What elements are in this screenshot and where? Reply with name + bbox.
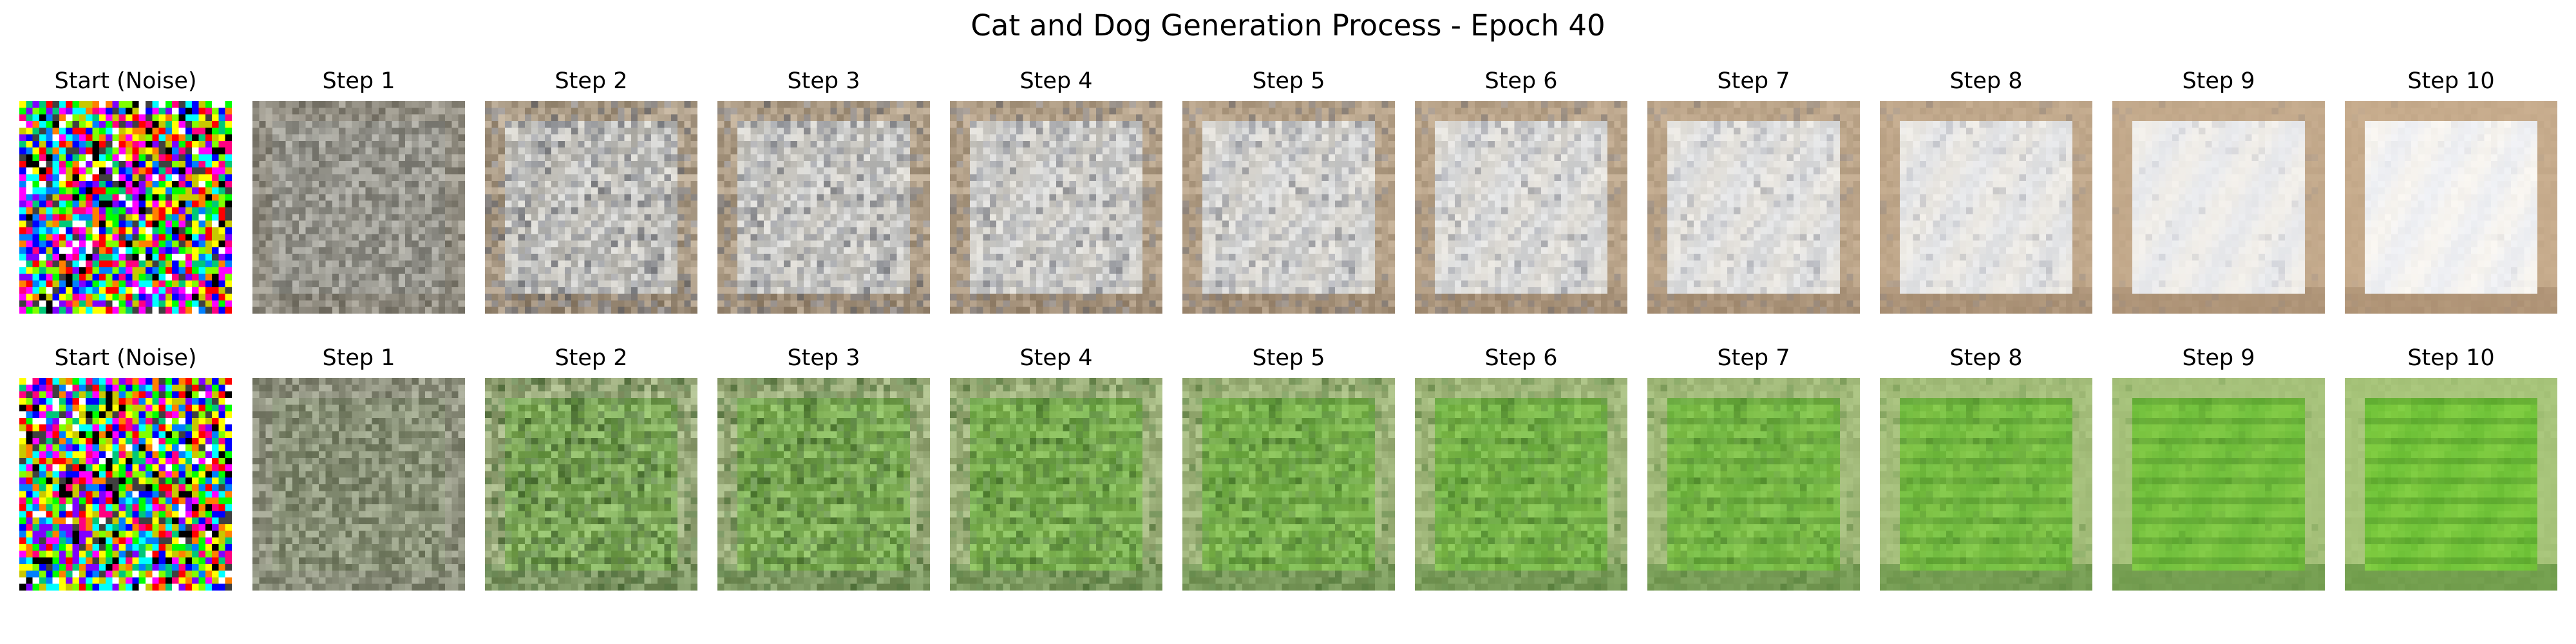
noise-image <box>19 101 232 314</box>
generated-image <box>1880 378 2092 591</box>
generated-image <box>2112 378 2325 591</box>
generated-image <box>252 378 465 591</box>
panel-title: Step 4 <box>1019 68 1093 94</box>
panel-title: Step 3 <box>787 68 860 94</box>
generated-image <box>1880 101 2092 314</box>
panel-title: Step 1 <box>322 68 395 94</box>
panel-title: Step 9 <box>2182 68 2255 94</box>
panel-title: Step 10 <box>2407 345 2495 371</box>
generated-image <box>1182 378 1395 591</box>
generated-image <box>717 101 930 314</box>
panel-title: Step 10 <box>2407 68 2495 94</box>
generated-image <box>950 101 1162 314</box>
panel-title: Step 1 <box>322 345 395 371</box>
panel-title: Step 2 <box>554 68 628 94</box>
generated-image <box>1415 378 1627 591</box>
generated-image <box>717 378 930 591</box>
panel-title: Step 7 <box>1717 345 1790 371</box>
panel-title: Step 5 <box>1252 345 1325 371</box>
panel-title: Step 3 <box>787 345 860 371</box>
generated-image <box>1647 378 1860 591</box>
noise-image <box>19 378 232 591</box>
panel-title: Step 2 <box>554 345 628 371</box>
panel-title: Step 9 <box>2182 345 2255 371</box>
panel-title: Start (Noise) <box>54 68 197 94</box>
generated-image <box>485 378 697 591</box>
generated-image <box>2345 378 2557 591</box>
generated-image <box>1647 101 1860 314</box>
generated-image <box>252 101 465 314</box>
panel-title: Step 4 <box>1019 345 1093 371</box>
panel-title: Step 5 <box>1252 68 1325 94</box>
generated-image <box>1182 101 1395 314</box>
generated-image <box>2112 101 2325 314</box>
panel-title: Step 8 <box>1949 345 2023 371</box>
figure-title: Cat and Dog Generation Process - Epoch 4… <box>971 8 1605 43</box>
panel-title: Step 7 <box>1717 68 1790 94</box>
panel-title: Step 6 <box>1484 68 1558 94</box>
panel-title: Start (Noise) <box>54 345 197 371</box>
panel-title: Step 8 <box>1949 68 2023 94</box>
generated-image <box>1415 101 1627 314</box>
generated-image <box>2345 101 2557 314</box>
generated-image <box>950 378 1162 591</box>
panel-title: Step 6 <box>1484 345 1558 371</box>
generated-image <box>485 101 697 314</box>
